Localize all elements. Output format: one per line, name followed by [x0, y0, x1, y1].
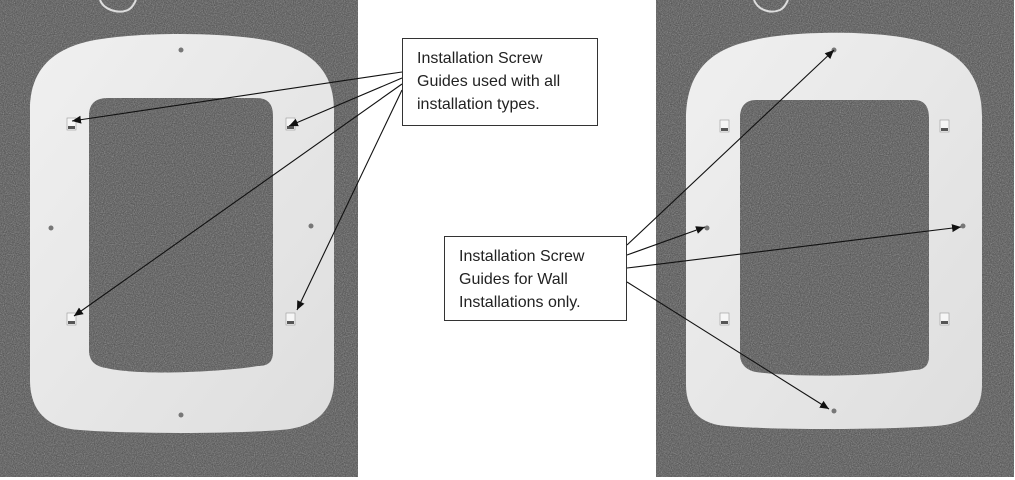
callout-all-text: Installation Screw Guides used with all … [417, 50, 561, 113]
callout-all-installation-types: Installation Screw Guides used with all … [402, 38, 598, 126]
photo-left [0, 0, 358, 477]
callout-wall-text: Installation Screw Guides for Wall Insta… [459, 248, 585, 311]
mounting-plate-photo-left [0, 0, 358, 477]
mounting-plate-photo-right [656, 0, 1014, 477]
photo-right [656, 0, 1014, 477]
callout-wall-installations: Installation Screw Guides for Wall Insta… [444, 236, 627, 321]
